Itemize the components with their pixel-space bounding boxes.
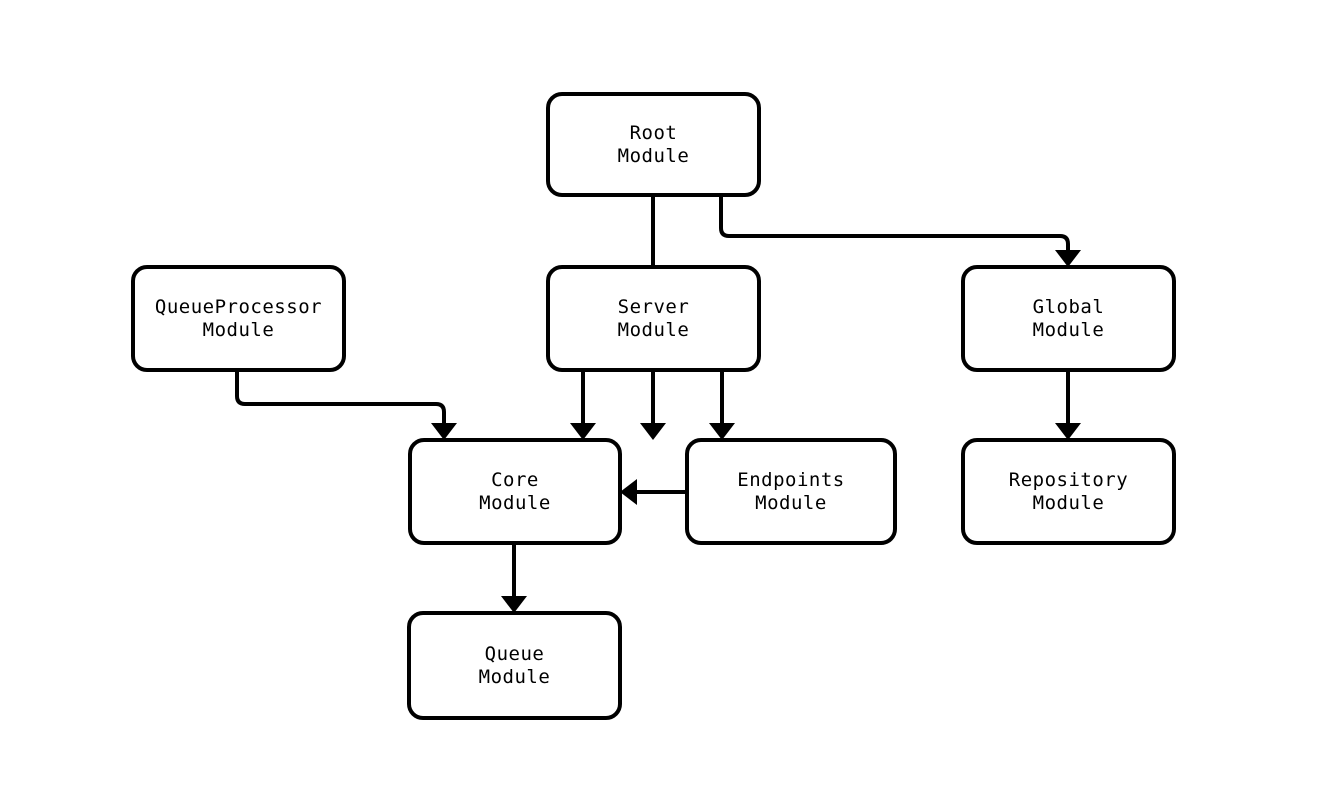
arrow-head-icon — [501, 596, 527, 613]
node-box[interactable] — [546, 92, 761, 197]
node-label-line1: QueueProcessor — [155, 296, 322, 318]
edge-queueprocessor-to-core — [235, 370, 457, 440]
node-label-line2: Module — [1033, 319, 1105, 341]
node-label-line2: Module — [618, 319, 690, 341]
edge-server-to-core — [570, 370, 596, 440]
arrow-head-icon — [1055, 250, 1081, 267]
node-label-line1: Repository — [1009, 469, 1128, 491]
edge-endpoints-to-core — [620, 479, 687, 505]
arrow-head-icon — [709, 423, 735, 440]
node-box[interactable] — [546, 265, 761, 372]
edge-server-to-endpoints — [709, 370, 735, 440]
edge-global-to-repository — [1055, 370, 1081, 440]
node-box[interactable] — [961, 438, 1176, 545]
node-label-line1: Queue — [485, 643, 545, 665]
node-label-line2: Module — [618, 145, 690, 167]
edges-layer — [235, 195, 1081, 613]
arrow-head-icon — [1055, 423, 1081, 440]
node-label-line2: Module — [203, 319, 275, 341]
node-label-line2: Module — [479, 492, 551, 514]
node-label-line1: Endpoints — [737, 469, 844, 491]
node-label-line1: Root — [630, 122, 678, 144]
node-label-line2: Module — [479, 666, 551, 688]
node-box[interactable] — [961, 265, 1176, 372]
node-label-line1: Global — [1033, 296, 1105, 318]
node-box[interactable] — [131, 265, 346, 372]
arrow-head-icon — [620, 479, 637, 505]
edge-core-to-queue — [501, 543, 527, 613]
node-box[interactable] — [685, 438, 897, 545]
edge-line — [235, 370, 446, 434]
arrow-head-icon — [640, 423, 666, 440]
node-label-line2: Module — [755, 492, 827, 514]
node-box[interactable] — [407, 611, 622, 720]
node-label-line1: Server — [618, 296, 690, 318]
node-label-line1: Core — [491, 469, 539, 491]
node-box[interactable] — [408, 438, 622, 545]
arrow-head-icon — [431, 423, 457, 440]
arrow-head-icon — [570, 423, 596, 440]
edge-line — [719, 195, 1070, 261]
nodes-layer: RootModuleQueueProcessorModuleServerModu… — [131, 92, 1176, 720]
node-label-line2: Module — [1033, 492, 1105, 514]
edge-root-to-global — [719, 195, 1081, 267]
